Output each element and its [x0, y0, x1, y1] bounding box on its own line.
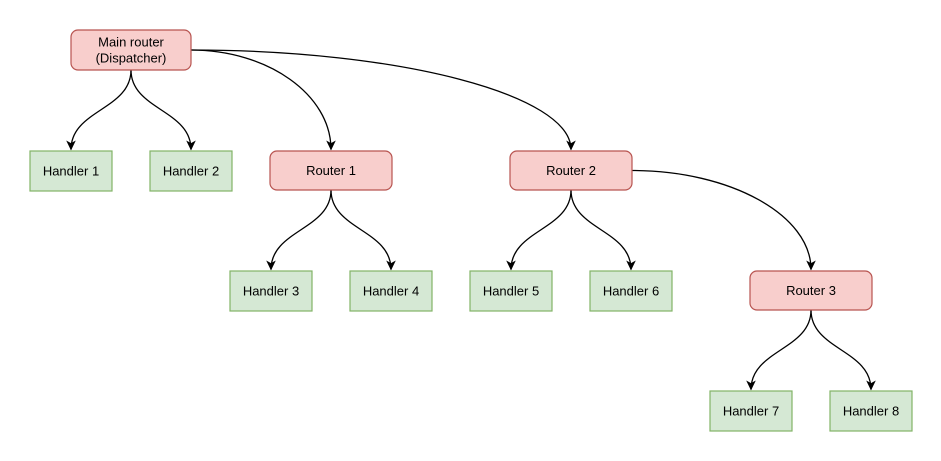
edge-main-router-to-handler-2 [130, 69, 196, 151]
router-box [269, 150, 393, 191]
node-main-router: Main router(Dispatcher) [70, 29, 192, 71]
node-label: Handler 2 [163, 164, 219, 179]
edge-router-2-to-handler-6 [570, 189, 636, 271]
node-router-1: Router 1 [269, 150, 393, 191]
edge-main-router-to-handler-1 [66, 69, 132, 151]
node-label: Handler 5 [483, 284, 539, 299]
node-handler-6: Handler 6 [589, 270, 673, 312]
node-handler-7: Handler 7 [709, 390, 793, 432]
node-router-2: Router 2 [509, 150, 633, 191]
node-handler-2: Handler 2 [149, 150, 233, 192]
node-handler-3: Handler 3 [229, 270, 313, 312]
node-handler-1: Handler 1 [29, 150, 113, 192]
router-box [70, 29, 192, 71]
edge-router-1-to-handler-4 [330, 189, 396, 271]
handler-box [589, 270, 673, 312]
handler-box [229, 270, 313, 312]
node-router-3: Router 3 [749, 270, 873, 311]
node-handler-4: Handler 4 [349, 270, 433, 312]
node-label: Handler 1 [43, 164, 99, 179]
handler-box [709, 390, 793, 432]
node-label: Router 1 [306, 163, 356, 178]
router-box [509, 150, 633, 191]
handler-box [829, 390, 913, 432]
handler-box [29, 150, 113, 192]
edge-router-2-to-handler-5 [506, 189, 572, 271]
router-box [749, 270, 873, 311]
edge-router-3-to-handler-8 [810, 309, 876, 391]
node-label: Handler 3 [243, 284, 299, 299]
handler-box [149, 150, 233, 192]
handler-box [349, 270, 433, 312]
handler-box [469, 270, 553, 312]
edge-main-router-to-router-2 [190, 49, 576, 151]
node-label: Main router(Dispatcher) [96, 35, 167, 66]
node-label: Handler 8 [843, 404, 899, 419]
node-label: Handler 7 [723, 404, 779, 419]
edge-router-3-to-handler-7 [746, 309, 812, 391]
edge-main-router-to-router-1 [190, 49, 336, 151]
node-label: Router 2 [546, 163, 596, 178]
node-label: Handler 4 [363, 284, 419, 299]
edge-router-1-to-handler-3 [266, 189, 332, 271]
edge-router-2-to-router-3 [631, 169, 816, 271]
node-label: Router 3 [786, 283, 836, 298]
node-handler-8: Handler 8 [829, 390, 913, 432]
node-label: Handler 6 [603, 284, 659, 299]
node-handler-5: Handler 5 [469, 270, 553, 312]
